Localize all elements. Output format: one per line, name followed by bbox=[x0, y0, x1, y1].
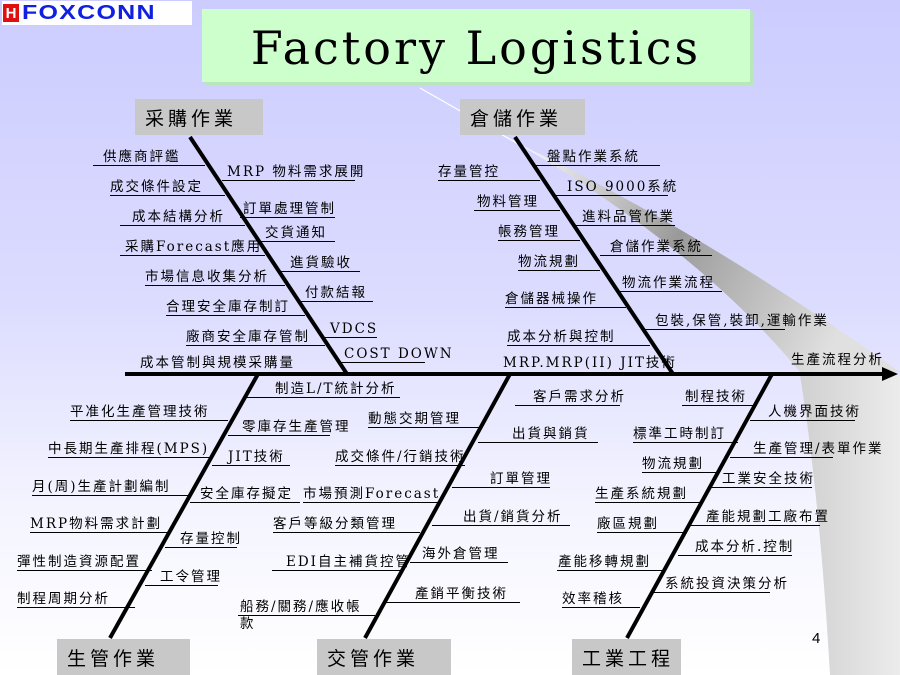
warehouse-right-item: 物流作業流程 bbox=[617, 275, 722, 292]
production-left-item: 制程周期分析 bbox=[17, 591, 135, 608]
warehouse-left-item: 倉儲器械操作 bbox=[505, 291, 626, 308]
delivery-right-item: 出貨與銷貨 bbox=[478, 426, 598, 443]
page-number: 4 bbox=[812, 630, 821, 647]
delivery-right-item: 客戶需求分析 bbox=[515, 389, 624, 406]
ie-left-item: 廠區規劃 bbox=[597, 516, 683, 533]
procurement-left-item: 市場信息收集分析 bbox=[145, 269, 285, 286]
category-ie: 工業工程 bbox=[572, 639, 681, 675]
production-left-item: 月(周)生產計劃編制 bbox=[32, 479, 190, 496]
shadow-wedge bbox=[515, 142, 900, 372]
bone-ie bbox=[625, 373, 774, 639]
arrow-head-icon bbox=[882, 367, 898, 381]
procurement-right-item: 進貨驗收 bbox=[280, 255, 360, 272]
bone-production bbox=[108, 373, 260, 639]
ie-right-item: 工業安全技術 bbox=[710, 471, 813, 488]
delivery-right-item: 產銷平衡技術 bbox=[385, 586, 520, 603]
logo-text: FOXCONN bbox=[22, 1, 156, 24]
delivery-left-item: 動態交期管理 bbox=[368, 411, 480, 428]
warehouse-left-item: 物流規劃 bbox=[518, 254, 600, 271]
delivery-left-item: EDI自主補貨控管 bbox=[272, 554, 409, 571]
procurement-right-item: 付款結報 bbox=[300, 285, 373, 302]
production-left-item: 彈性制造資源配置 bbox=[17, 554, 152, 571]
ie-right-item: 生產管理/表單作業 bbox=[730, 441, 882, 458]
ie-left-item: 標準工時制訂 bbox=[633, 426, 738, 443]
delivery-left-item: 市場預測Forecast bbox=[303, 486, 441, 503]
warehouse-right-item: ISO 9000系統 bbox=[553, 179, 676, 196]
ie-left-item: 物流規劃 bbox=[642, 456, 718, 473]
title-box: Factory Logistics bbox=[202, 9, 750, 82]
ie-right-item: 產能規劃工廠布置 bbox=[690, 509, 828, 526]
procurement-right-item: COST DOWN bbox=[340, 346, 452, 363]
category-production: 生管作業 bbox=[57, 639, 190, 675]
procurement-left-item: 采購Forecast應用 bbox=[120, 239, 265, 256]
delivery-left-item: 客戶等級分類管理 bbox=[273, 516, 420, 533]
ie-left-item: 產能移轉規劃 bbox=[557, 554, 665, 571]
procurement-right-item: VDCS bbox=[325, 321, 377, 338]
foxconn-logo: H FOXCONN bbox=[2, 1, 192, 25]
delivery-right-item: 海外倉管理 bbox=[410, 546, 508, 563]
ie-left-item: 效率稽核 bbox=[562, 591, 640, 608]
warehouse-right-item: 盤點作業系統 bbox=[535, 149, 660, 166]
warehouse-left-item: 存量管控 bbox=[438, 164, 540, 181]
procurement-right-item: MRP 物料需求展開 bbox=[222, 164, 363, 181]
delivery-left-item: 船務/關務/應收帳款 bbox=[238, 599, 375, 632]
ie-right-item: 系統投資決策分析 bbox=[653, 576, 787, 593]
delivery-right-item: 出貨/銷貨分析 bbox=[432, 509, 570, 526]
production-right-item: 存量控制 bbox=[165, 531, 240, 548]
production-right-item: JIT技術 bbox=[212, 449, 290, 466]
spine-label: 生產流程分析 bbox=[791, 352, 884, 368]
ie-left-item: 制程技術 bbox=[682, 389, 755, 406]
production-left-item: MRP物料需求計劃 bbox=[30, 516, 170, 533]
warehouse-left-item: 物料管理 bbox=[474, 194, 560, 211]
delivery-right-item: 訂單管理 bbox=[452, 471, 550, 488]
ie-right-item: 人機界面技術 bbox=[750, 404, 859, 421]
category-delivery: 交管作業 bbox=[317, 639, 451, 675]
logo-mark: H bbox=[3, 4, 19, 22]
warehouse-right-item: 倉儲作業系統 bbox=[600, 239, 712, 256]
delivery-left-item: 成交條件/行銷技術 bbox=[335, 449, 466, 466]
production-right-item: 制造L/T統計分析 bbox=[245, 381, 400, 398]
bone-procurement bbox=[188, 135, 349, 376]
warehouse-right-item: 進料品管作業 bbox=[575, 209, 675, 226]
procurement-left-item: 供應商評鑑 bbox=[93, 149, 205, 166]
procurement-left-item: 合理安全庫存制訂 bbox=[166, 299, 305, 316]
production-right-item: 工令管理 bbox=[145, 569, 220, 586]
category-procurement: 采購作業 bbox=[135, 99, 263, 135]
bone-warehouse bbox=[513, 135, 675, 376]
ie-left-item: 生產系統規劃 bbox=[595, 486, 700, 503]
production-left-item: 平准化生產管理技術 bbox=[70, 404, 228, 421]
warehouse-left-item: 成本分析與控制 bbox=[507, 329, 650, 346]
procurement-right-item: 訂單處理管制 bbox=[240, 201, 335, 218]
ie-right-item: 成本分析.控制 bbox=[678, 539, 792, 556]
procurement-left-item: 成本結構分析 bbox=[120, 209, 245, 226]
warehouse-left-item: 帳務管理 bbox=[498, 224, 580, 241]
production-right-item: 安全庫存擬定 bbox=[190, 486, 300, 503]
category-warehouse: 倉儲作業 bbox=[460, 99, 585, 135]
procurement-left-item: 成本管制與規模采購量 bbox=[140, 355, 295, 371]
procurement-left-item: 廠商安全庫存管制 bbox=[186, 329, 325, 346]
shadow-strip bbox=[800, 375, 900, 675]
procurement-right-item: 交貨通知 bbox=[258, 225, 335, 242]
procurement-left-item: 成交條件設定 bbox=[110, 179, 225, 196]
production-right-item: 零庫存生產管理 bbox=[228, 419, 349, 436]
page-title: Factory Logistics bbox=[250, 21, 702, 75]
warehouse-left-item: MRP.MRP(II) JIT技術 bbox=[503, 355, 677, 371]
production-left-item: 中長期生產排程(MPS) bbox=[48, 441, 212, 458]
bone-delivery bbox=[363, 373, 512, 639]
warehouse-right-item: 包裝,保管,裝卸,運輸作業 bbox=[645, 313, 827, 330]
